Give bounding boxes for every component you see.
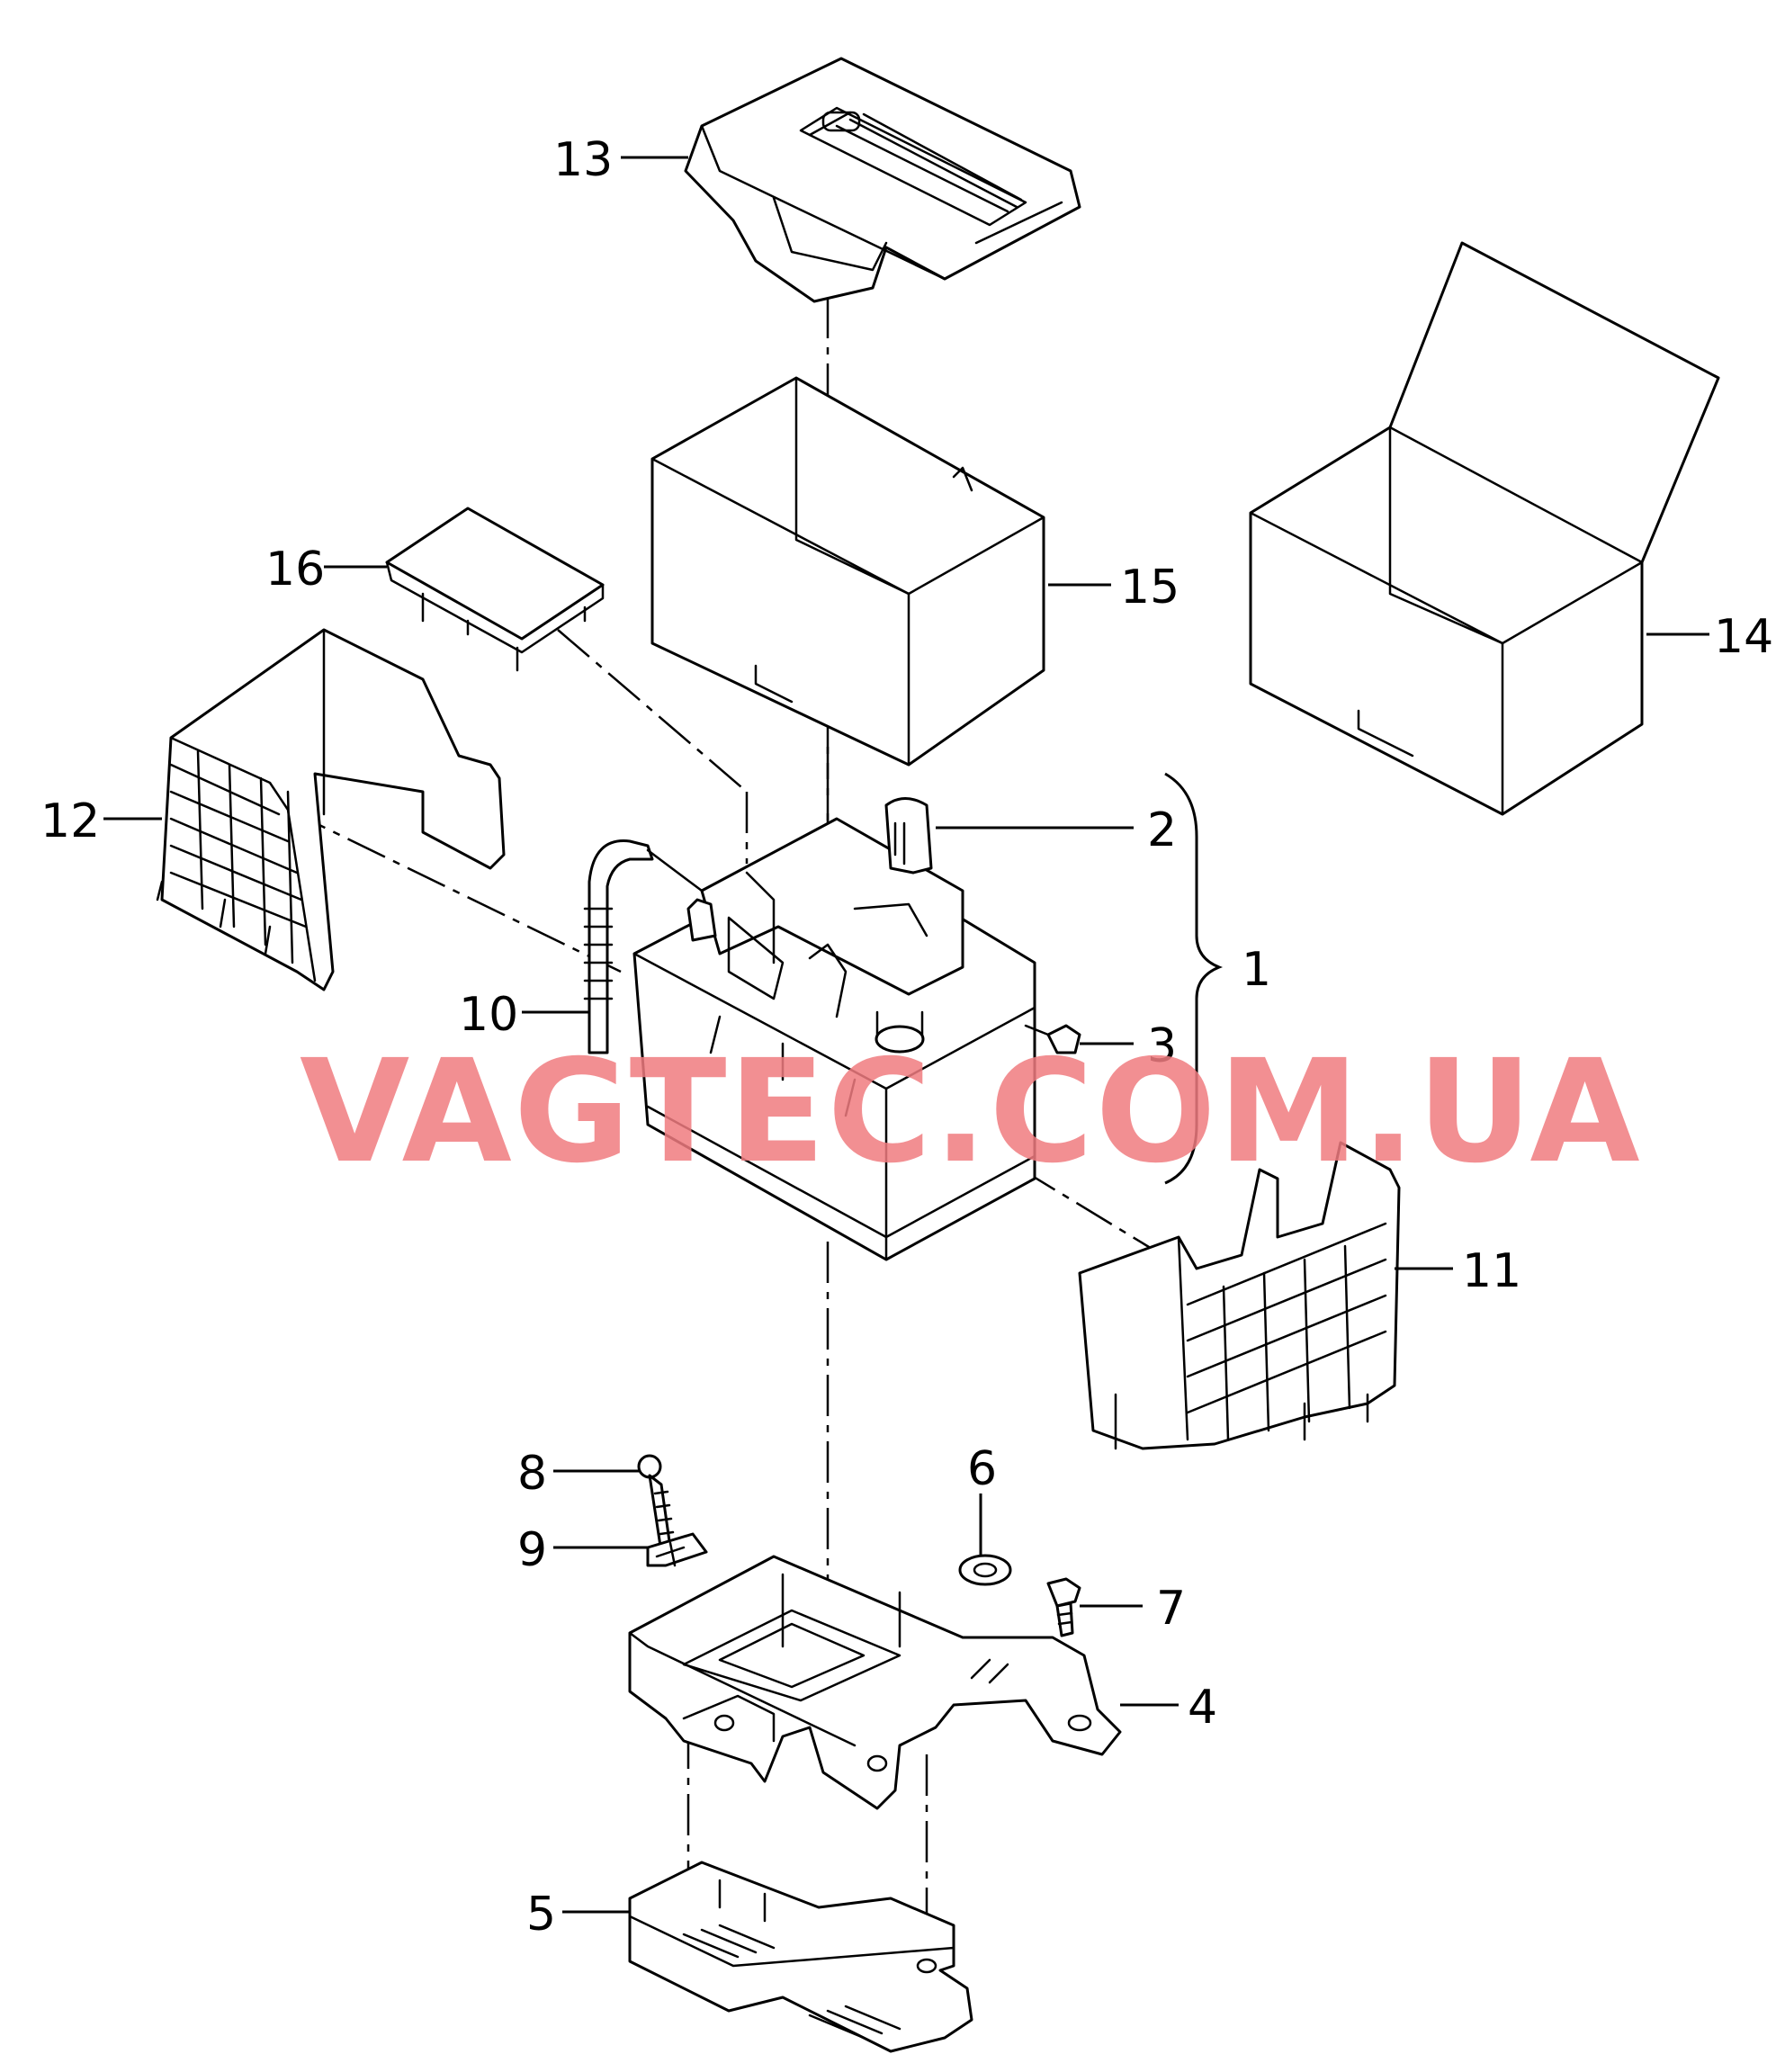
callout-12: 12 [40,794,100,848]
callout-7: 7 [1156,1582,1186,1636]
callout-10: 10 [459,988,518,1042]
bolt-8 [637,1454,675,1554]
callout-5: 5 [526,1888,556,1942]
battery-tray [628,1555,1122,1810]
callout-8: 8 [517,1447,547,1501]
callout-4: 4 [1188,1681,1217,1735]
callout-14: 14 [1714,610,1773,664]
callout-15: 15 [1120,561,1180,614]
insulation-box [650,376,1045,767]
small-cover [385,507,605,672]
insulation-box-open [1249,241,1720,816]
tray-base [628,1861,973,2053]
callout-16: 16 [265,543,325,596]
washer [958,1554,1012,1586]
callout-2: 2 [1147,803,1177,857]
battery-cover [684,57,1081,303]
vent-hose [583,839,704,1054]
heat-shield-right [1078,1141,1401,1450]
terminal-cap [884,797,933,875]
callout-11: 11 [1462,1244,1521,1298]
callout-1: 1 [1242,943,1271,997]
callout-13: 13 [553,133,613,187]
plug [1024,1024,1081,1054]
heat-shield-left [156,628,506,991]
battery [632,817,1036,1261]
clamp [646,1532,708,1567]
leader-lines [103,156,1709,1914]
callout-6: 6 [967,1442,997,1496]
callout-3: 3 [1147,1019,1177,1073]
group-bracket [1164,772,1224,1185]
callout-labels: 13 15 14 16 12 2 1 3 10 11 8 6 9 7 4 5 [40,133,1773,1942]
callout-9: 9 [517,1523,547,1577]
watermark-text: VAGTEC.COM.UA [300,1029,1642,1195]
bolt-7 [1046,1577,1081,1637]
